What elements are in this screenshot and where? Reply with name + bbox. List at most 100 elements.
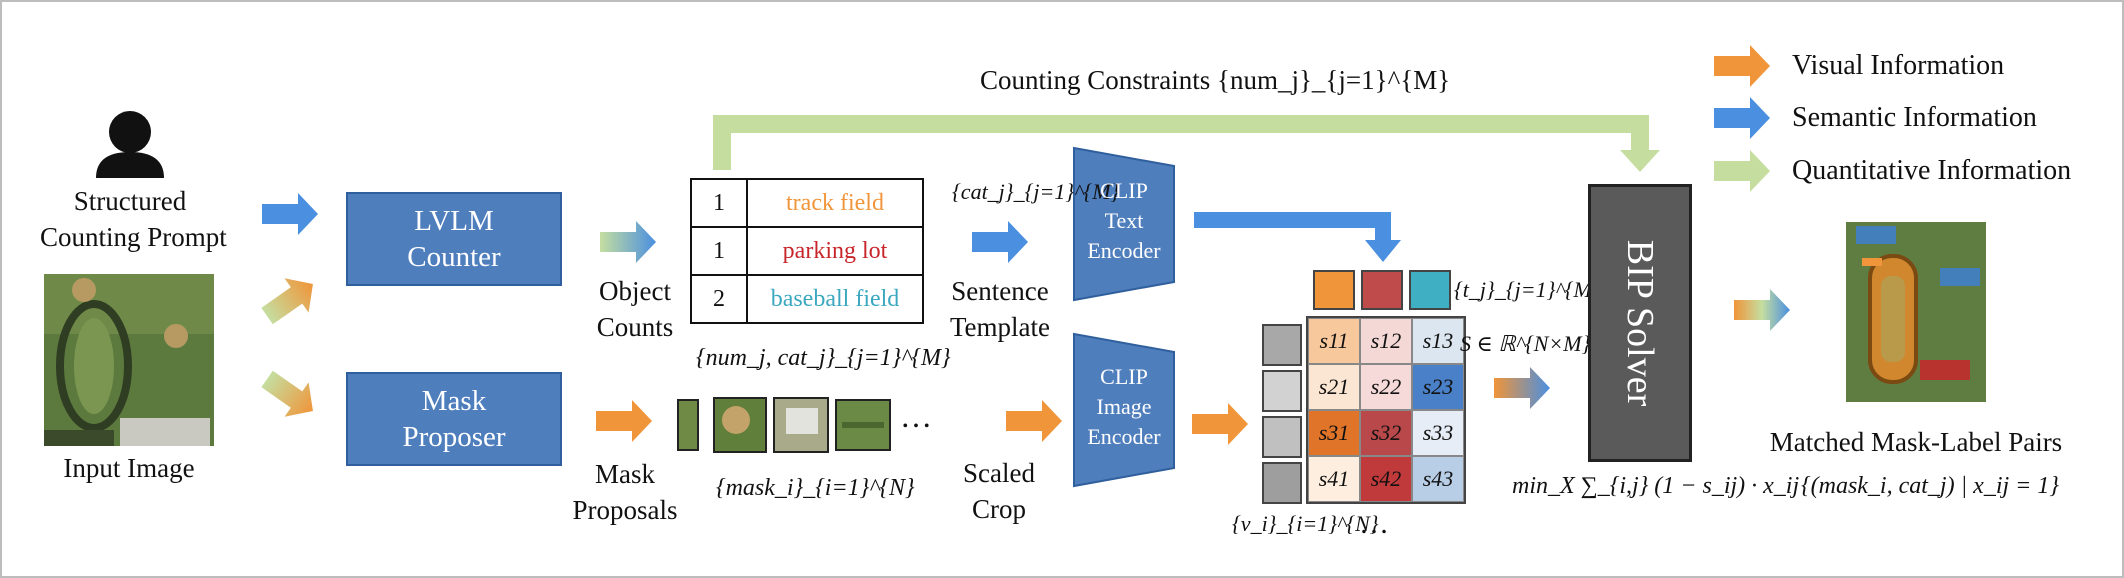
legend-semantic-label: Semantic Information <box>1792 102 2037 133</box>
lvlm-counter-box: LVLM Counter <box>346 192 562 286</box>
count-number: 1 <box>690 226 748 276</box>
prompt-label-line-1: Structured <box>73 186 187 216</box>
mask-thumb-4 <box>835 399 891 451</box>
text-encoder-line-1: CLIP <box>1100 178 1148 203</box>
mask-thumb-2 <box>713 397 767 453</box>
mask-proposer-box: Mask Proposer <box>346 372 562 466</box>
count-number: 2 <box>690 274 748 324</box>
text-feature-square-1 <box>1313 270 1355 310</box>
image-feature-arrow <box>1192 403 1248 445</box>
image-to-proposer-arrow <box>261 370 313 417</box>
similarity-cell: s21 <box>1308 364 1360 410</box>
legend-quantitative-arrow <box>1714 150 1770 192</box>
prompt-label: Structured Counting Prompt <box>40 183 227 255</box>
bip-solver-box: BIP Solver <box>1588 184 1692 462</box>
mask-label-line-2: Proposals <box>572 495 678 525</box>
image-encoder-shape <box>1073 332 1175 488</box>
to-text-encoder-arrow <box>972 221 1028 263</box>
sentence-label-line-2: Template <box>949 312 1051 342</box>
image-feature-set-label: {v_i}_{i=1}^{N} <box>1232 511 1379 536</box>
image-encoder-label: CLIP Image Encoder <box>1078 362 1170 452</box>
similarity-to-solver-arrow <box>1494 367 1550 409</box>
image-encoder-line-1: CLIP <box>1100 364 1148 389</box>
similarity-definition: S ∈ ℝ^{N×M} <box>1460 331 1591 356</box>
count-category: baseball field <box>746 274 924 324</box>
similarity-cell: s32 <box>1360 410 1412 456</box>
similarity-cell: s31 <box>1308 410 1360 456</box>
bip-solver-label: BIP Solver <box>1619 239 1661 407</box>
input-image <box>44 274 214 446</box>
text-encoder-label: CLIP Text Encoder <box>1078 176 1170 266</box>
scaled-label-line-2: Crop <box>972 494 1026 524</box>
text-feature-set-label: {t_j}_{j=1}^{M} <box>1454 277 1601 302</box>
matched-pairs-set: {(mask_i, cat_j) | x_ij = 1} <box>1801 473 2059 499</box>
similarity-cell: s33 <box>1412 410 1464 456</box>
image-to-counter-arrow <box>261 278 313 325</box>
counter-line-2: Counter <box>407 241 501 273</box>
text-encoder-line-3: Encoder <box>1087 238 1161 263</box>
count-category: track field <box>746 178 924 228</box>
image-feature-square-1 <box>1262 324 1302 366</box>
mask-thumb-1 <box>677 399 699 451</box>
similarity-cell: s11 <box>1308 318 1360 364</box>
counting-constraints-label: Counting Constraints {num_j}_{j=1}^{M} <box>980 62 1450 98</box>
person-icon <box>96 111 164 178</box>
solver-to-output-arrow <box>1734 289 1790 331</box>
image-feature-square-4 <box>1262 462 1302 504</box>
similarity-cell: s43 <box>1412 456 1464 502</box>
similarity-cell: s22 <box>1360 364 1412 410</box>
output-image <box>1846 222 1986 402</box>
legend-visual-label: Visual Information <box>1792 50 2005 81</box>
legend-visual-arrow <box>1714 45 1770 87</box>
similarity-cell: s42 <box>1360 456 1412 502</box>
mask-thumb-3 <box>773 397 829 453</box>
matched-pairs-label: Matched Mask-Label Pairs <box>1769 427 2063 457</box>
legend-quantitative-label: Quantitative Information <box>1792 155 2072 186</box>
counter-to-counts-arrow <box>600 221 656 263</box>
similarity-cell: s13 <box>1412 318 1464 364</box>
mask-ellipsis: … <box>900 398 932 434</box>
proposer-line-2: Proposer <box>402 421 506 453</box>
counts-set-label: {num_j, cat_j}_{j=1}^{M} <box>696 345 951 371</box>
counter-line-1: LVLM <box>414 205 494 237</box>
similarity-cell: s41 <box>1308 456 1360 502</box>
prompt-arrow <box>262 193 318 235</box>
legend-semantic-arrow <box>1714 97 1770 139</box>
counts-label-line-1: Object <box>599 276 671 306</box>
constraint-path <box>713 115 1649 170</box>
image-feature-square-3 <box>1262 416 1302 458</box>
mask-proposals-label: Mask Proposals <box>570 456 680 528</box>
counts-label-line-2: Counts <box>596 312 674 342</box>
image-feature-square-2 <box>1262 370 1302 412</box>
solver-objective: min_X ∑_{i,j} (1 − s_ij) · x_ij <box>1512 473 1800 499</box>
object-counts-label: Object Counts <box>580 273 690 345</box>
constraint-text: Counting Constraints {num_j}_{j=1}^{M} <box>980 65 1451 95</box>
text-feature-arrowhead <box>1365 240 1401 262</box>
constraint-arrowhead <box>1620 150 1660 172</box>
proposer-line-1: Mask <box>421 385 487 417</box>
matrix-ellipsis: … <box>1359 507 1389 540</box>
image-encoder-line-3: Encoder <box>1087 424 1161 449</box>
category-set-label: {cat_j}_{j=1}^{M} <box>952 179 1120 204</box>
proposer-to-masks-arrow <box>596 400 652 442</box>
input-image-label: Input Image <box>63 453 195 483</box>
prompt-label-line-2: Counting Prompt <box>40 222 227 252</box>
text-feature-square-3 <box>1409 270 1451 310</box>
text-feature-square-2 <box>1361 270 1403 310</box>
mask-set-label: {mask_i}_{i=1}^{N} <box>716 475 915 501</box>
image-encoder-line-2: Image <box>1096 394 1152 419</box>
similarity-cell: s23 <box>1412 364 1464 410</box>
sentence-label-line-1: Sentence <box>951 276 1049 306</box>
similarity-cell: s12 <box>1360 318 1412 364</box>
scaled-label-line-1: Scaled <box>963 458 1035 488</box>
text-encoder-line-2: Text <box>1104 208 1144 233</box>
mask-label-line-1: Mask <box>595 459 655 489</box>
count-category: parking lot <box>746 226 924 276</box>
